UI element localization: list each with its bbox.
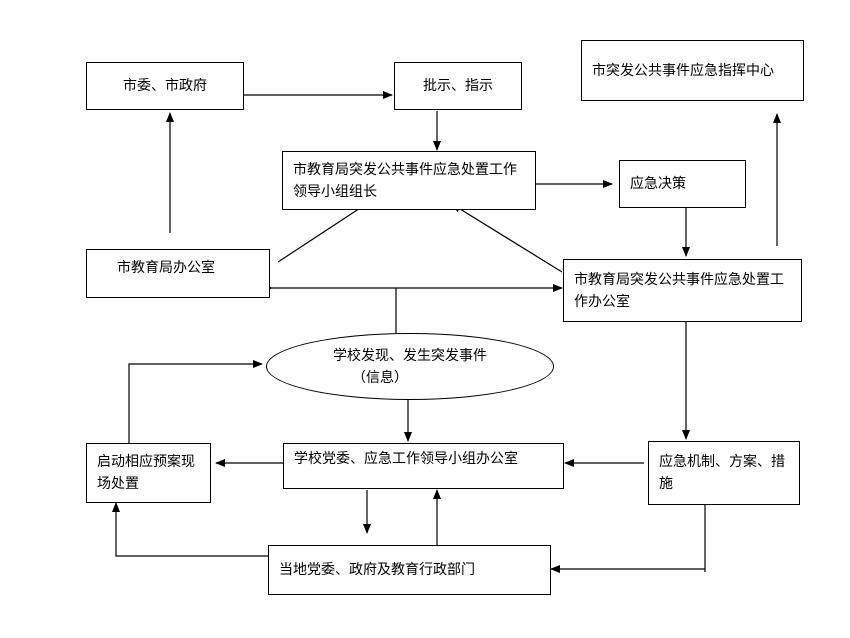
node-start-plan-label: 启动相应预案现场处置 [97,454,195,492]
node-local-departments-label: 当地党委、政府及教育行政部门 [279,562,475,578]
node-emergency-mechanism: 应急机制、方案、措施 [648,441,800,505]
node-municipal-committee-label: 市委、市政府 [123,78,207,94]
node-bureau-leader: 市教育局突发公共事件应急处置工作领导小组组长 [282,151,536,210]
node-bureau-office-label: 市教育局办公室 [117,260,215,276]
node-emergency-command-center: 市突发公共事件应急指挥中心 [581,40,804,101]
node-school-discovery: 学校发现、发生突发事件 （信息） [266,333,554,400]
arrow-plan-to-ellipse [128,360,263,444]
arrow-local-to-plan [112,502,268,557]
node-bureau-leader-label: 市教育局突发公共事件应急处置工作领导小组组长 [293,161,517,200]
node-start-plan: 启动相应预案现场处置 [86,443,211,503]
arrow-emergency-office-to-leader [451,203,563,273]
node-emergency-decision-label: 应急决策 [630,176,686,192]
node-instructions: 批示、指示 [394,62,522,110]
node-school-discovery-line1: 学校发现、发生突发事件 [333,347,487,364]
node-emergency-mechanism-label: 应急机制、方案、措施 [659,454,785,492]
node-bureau-office: 市教育局办公室 [86,249,270,298]
node-local-departments: 当地党委、政府及教育行政部门 [268,545,551,595]
node-instructions-label: 批示、指示 [423,78,493,94]
node-bureau-emergency-office: 市教育局突发公共事件应急处置工作办公室 [563,259,802,322]
node-school-party-office: 学校党委、应急工作领导小组办公室 [283,443,564,489]
node-bureau-emergency-office-label: 市教育局突发公共事件应急处置工作办公室 [574,271,784,310]
node-emergency-decision: 应急决策 [619,160,746,208]
node-school-party-office-label: 学校党委、应急工作领导小组办公室 [294,451,518,467]
node-emergency-command-center-label: 市突发公共事件应急指挥中心 [592,62,774,79]
node-municipal-committee: 市委、市政府 [86,62,244,110]
node-school-discovery-line2: （信息） [352,369,408,386]
